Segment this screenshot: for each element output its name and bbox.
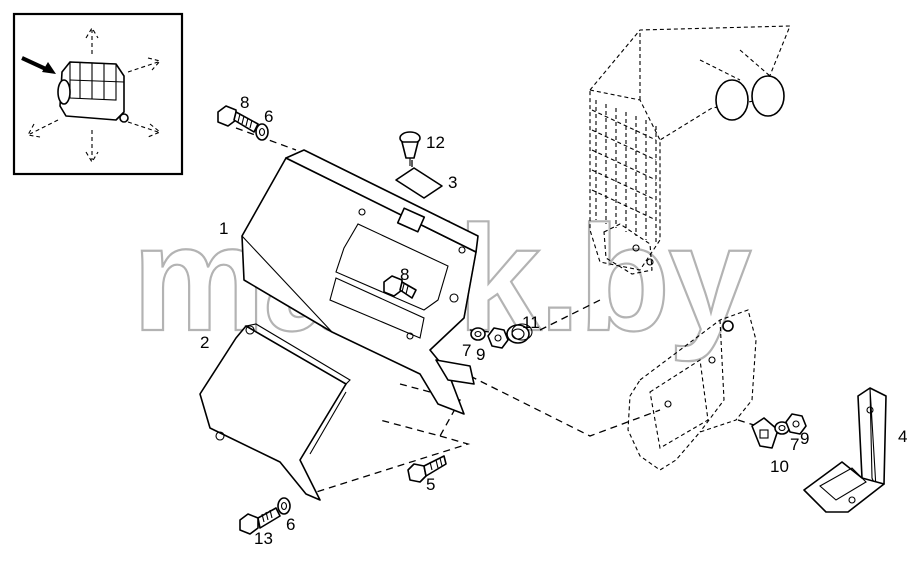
callout-4: 4 — [898, 427, 907, 446]
part-4-support — [803, 387, 887, 513]
callout-6-top: 6 — [264, 107, 273, 126]
part-8-bolt-top — [217, 105, 259, 133]
location-inset — [12, 12, 184, 176]
part-3-plate — [395, 167, 443, 199]
inset-dashed-arrows-icon — [27, 26, 162, 164]
part-6-washer-bottom — [277, 497, 291, 515]
callout-7-right: 7 — [790, 435, 799, 454]
part-7-washer-right — [774, 421, 790, 435]
callout-10: 10 — [770, 457, 789, 476]
part-12-clip — [399, 131, 421, 166]
callout-8-top: 8 — [240, 93, 249, 112]
part-1-housing-bracket — [241, 149, 479, 415]
callout-11: 11 — [522, 313, 540, 332]
mounting-frame-ghost — [627, 309, 757, 471]
radiator-assembly-ghost — [589, 25, 791, 275]
inset-direction-arrow-icon — [21, 56, 56, 74]
part-8-bolt-middle — [383, 275, 417, 299]
part-10-clamp — [751, 417, 779, 449]
callout-labels: 1 2 3 4 5 6 6 7 7 8 8 9 9 10 11 12 13 — [200, 93, 907, 548]
callout-12: 12 — [426, 133, 445, 152]
callout-2: 2 — [200, 333, 209, 352]
inset-vehicle-icon — [57, 61, 129, 123]
callout-9-middle: 9 — [476, 345, 485, 364]
part-6-washer-top — [255, 123, 269, 141]
callout-3: 3 — [448, 173, 457, 192]
part-2-cover-plate — [199, 323, 351, 501]
callout-6-bottom: 6 — [286, 515, 295, 534]
callout-5: 5 — [426, 475, 435, 494]
callout-13: 13 — [254, 529, 273, 548]
part-11-grommet — [506, 323, 533, 344]
callout-7-middle: 7 — [462, 341, 471, 360]
part-9-nut-middle — [487, 327, 509, 349]
callout-1: 1 — [219, 219, 228, 238]
callout-9-right: 9 — [800, 429, 809, 448]
part-7-washer-middle — [470, 327, 486, 341]
part-13-bolt — [239, 507, 281, 535]
part-5-bolt — [407, 455, 447, 483]
callout-8-middle: 8 — [400, 265, 409, 284]
part-9-nut-right — [785, 413, 807, 435]
